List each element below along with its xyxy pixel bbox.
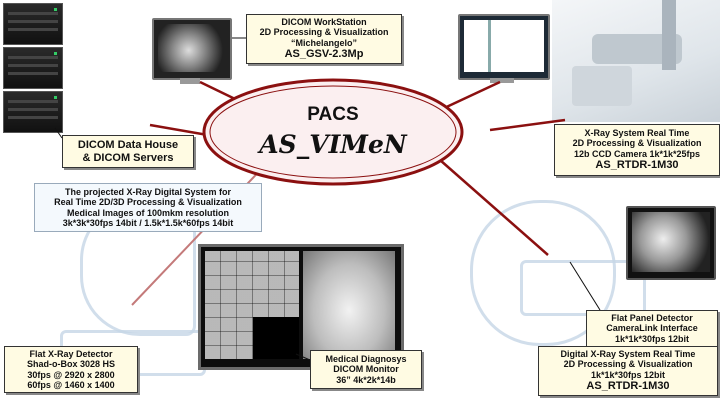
pacs-title: PACS (307, 104, 359, 125)
pointer-data-house (54, 127, 63, 139)
xray-system-photo (552, 0, 720, 122)
flat-detector-label: Flat X-Ray Detector Shad-o-Box 3028 HS 3… (4, 346, 138, 394)
c-arm-outline (470, 200, 616, 346)
angiogram-image (303, 251, 395, 359)
c-arm-base (520, 260, 646, 316)
label-line: “Michelangelo” (290, 37, 357, 48)
link-xray-ccd (439, 80, 501, 112)
thumbnail-dark-cell (253, 317, 299, 359)
xray-arm (662, 0, 676, 70)
label-line: 36” 4k*2k*14b (336, 374, 396, 385)
label-line: & DICOM Servers (82, 151, 174, 164)
server-unit (3, 91, 63, 133)
link-xray-photo (489, 118, 566, 132)
pointer-diagnosys (295, 353, 311, 361)
label-line: Real Time 2D/3D Processing & Visualizati… (54, 197, 242, 208)
label-line: 1k*1k*30fps 12bit (614, 333, 690, 344)
label-line: 12b CCD Camera 1k*1k*25fps (573, 148, 701, 159)
projected-system-label: The projected X-Ray Digital System for R… (34, 183, 262, 233)
label-line: DICOM Data House (77, 139, 179, 151)
label-line: Flat X-Ray Detector (29, 349, 113, 359)
xray-ccd-label: X-Ray System Real Time 2D Processing & V… (554, 124, 720, 176)
pacs-system-name: AS_VIMeN (259, 130, 407, 159)
label-line: 3k*3k*30fps 14bit / 1.5k*1.5k*60fps 14bi… (62, 218, 234, 229)
label-line: 1k*1k*30fps 12bit (590, 369, 666, 380)
label-line: 2D Processing & Visualization (259, 27, 389, 38)
workstation-monitor (152, 18, 232, 80)
monitor-stand (180, 78, 200, 84)
label-line: 2D Processing & Visualization (563, 359, 693, 370)
label-line: 2D Processing & Visualization (572, 138, 702, 149)
server-unit (3, 47, 63, 89)
label-line: AS_RTDR-1M30 (595, 159, 679, 172)
angiogram-monitor (626, 206, 716, 280)
link-digital-xray (439, 159, 549, 256)
label-line: Flat Panel Detector (611, 313, 693, 323)
xray-workstation-monitor (458, 14, 550, 80)
label-line: Medical Diagnosys (325, 354, 407, 364)
workstation-label: DICOM WorkStation 2D Processing & Visual… (246, 14, 402, 64)
link-projected (131, 159, 271, 306)
label-line: X-Ray System Real Time (584, 128, 690, 138)
label-line: Shad-o-Box 3028 HS (26, 359, 116, 370)
server-unit (3, 3, 63, 45)
label-line: AS_GSV-2.3Mp (284, 48, 364, 61)
label-line: 30fps @ 2920 x 2800 (27, 369, 115, 380)
label-line: CameraLink Interface (606, 323, 698, 334)
label-line: The projected X-Ray Digital System for (64, 187, 232, 197)
label-line: Digital X-Ray System Real Time (560, 349, 696, 359)
label-line: AS_RTDR-1M30 (586, 380, 670, 393)
label-line: DICOM Monitor (333, 364, 399, 375)
xray-base (572, 66, 632, 106)
label-line: 60fps @ 1460 x 1400 (27, 380, 115, 391)
data-house-label: DICOM Data House & DICOM Servers (62, 135, 194, 169)
monitor-stand (490, 78, 514, 83)
label-line: DICOM WorkStation (281, 17, 367, 27)
server-rack (0, 0, 66, 150)
pacs-ellipse (202, 78, 464, 186)
flat-panel-label: Flat Panel Detector CameraLink Interface… (586, 310, 718, 348)
pointer-flat-panel (569, 261, 601, 311)
digital-xray-label: Digital X-Ray System Real Time 2D Proces… (538, 346, 718, 396)
label-line: Medical Images of 100mkm resolution (66, 207, 230, 218)
diagnostic-monitor (198, 244, 404, 370)
diagnosys-monitor-label: Medical Diagnosys DICOM Monitor 36” 4k*2… (310, 350, 422, 390)
